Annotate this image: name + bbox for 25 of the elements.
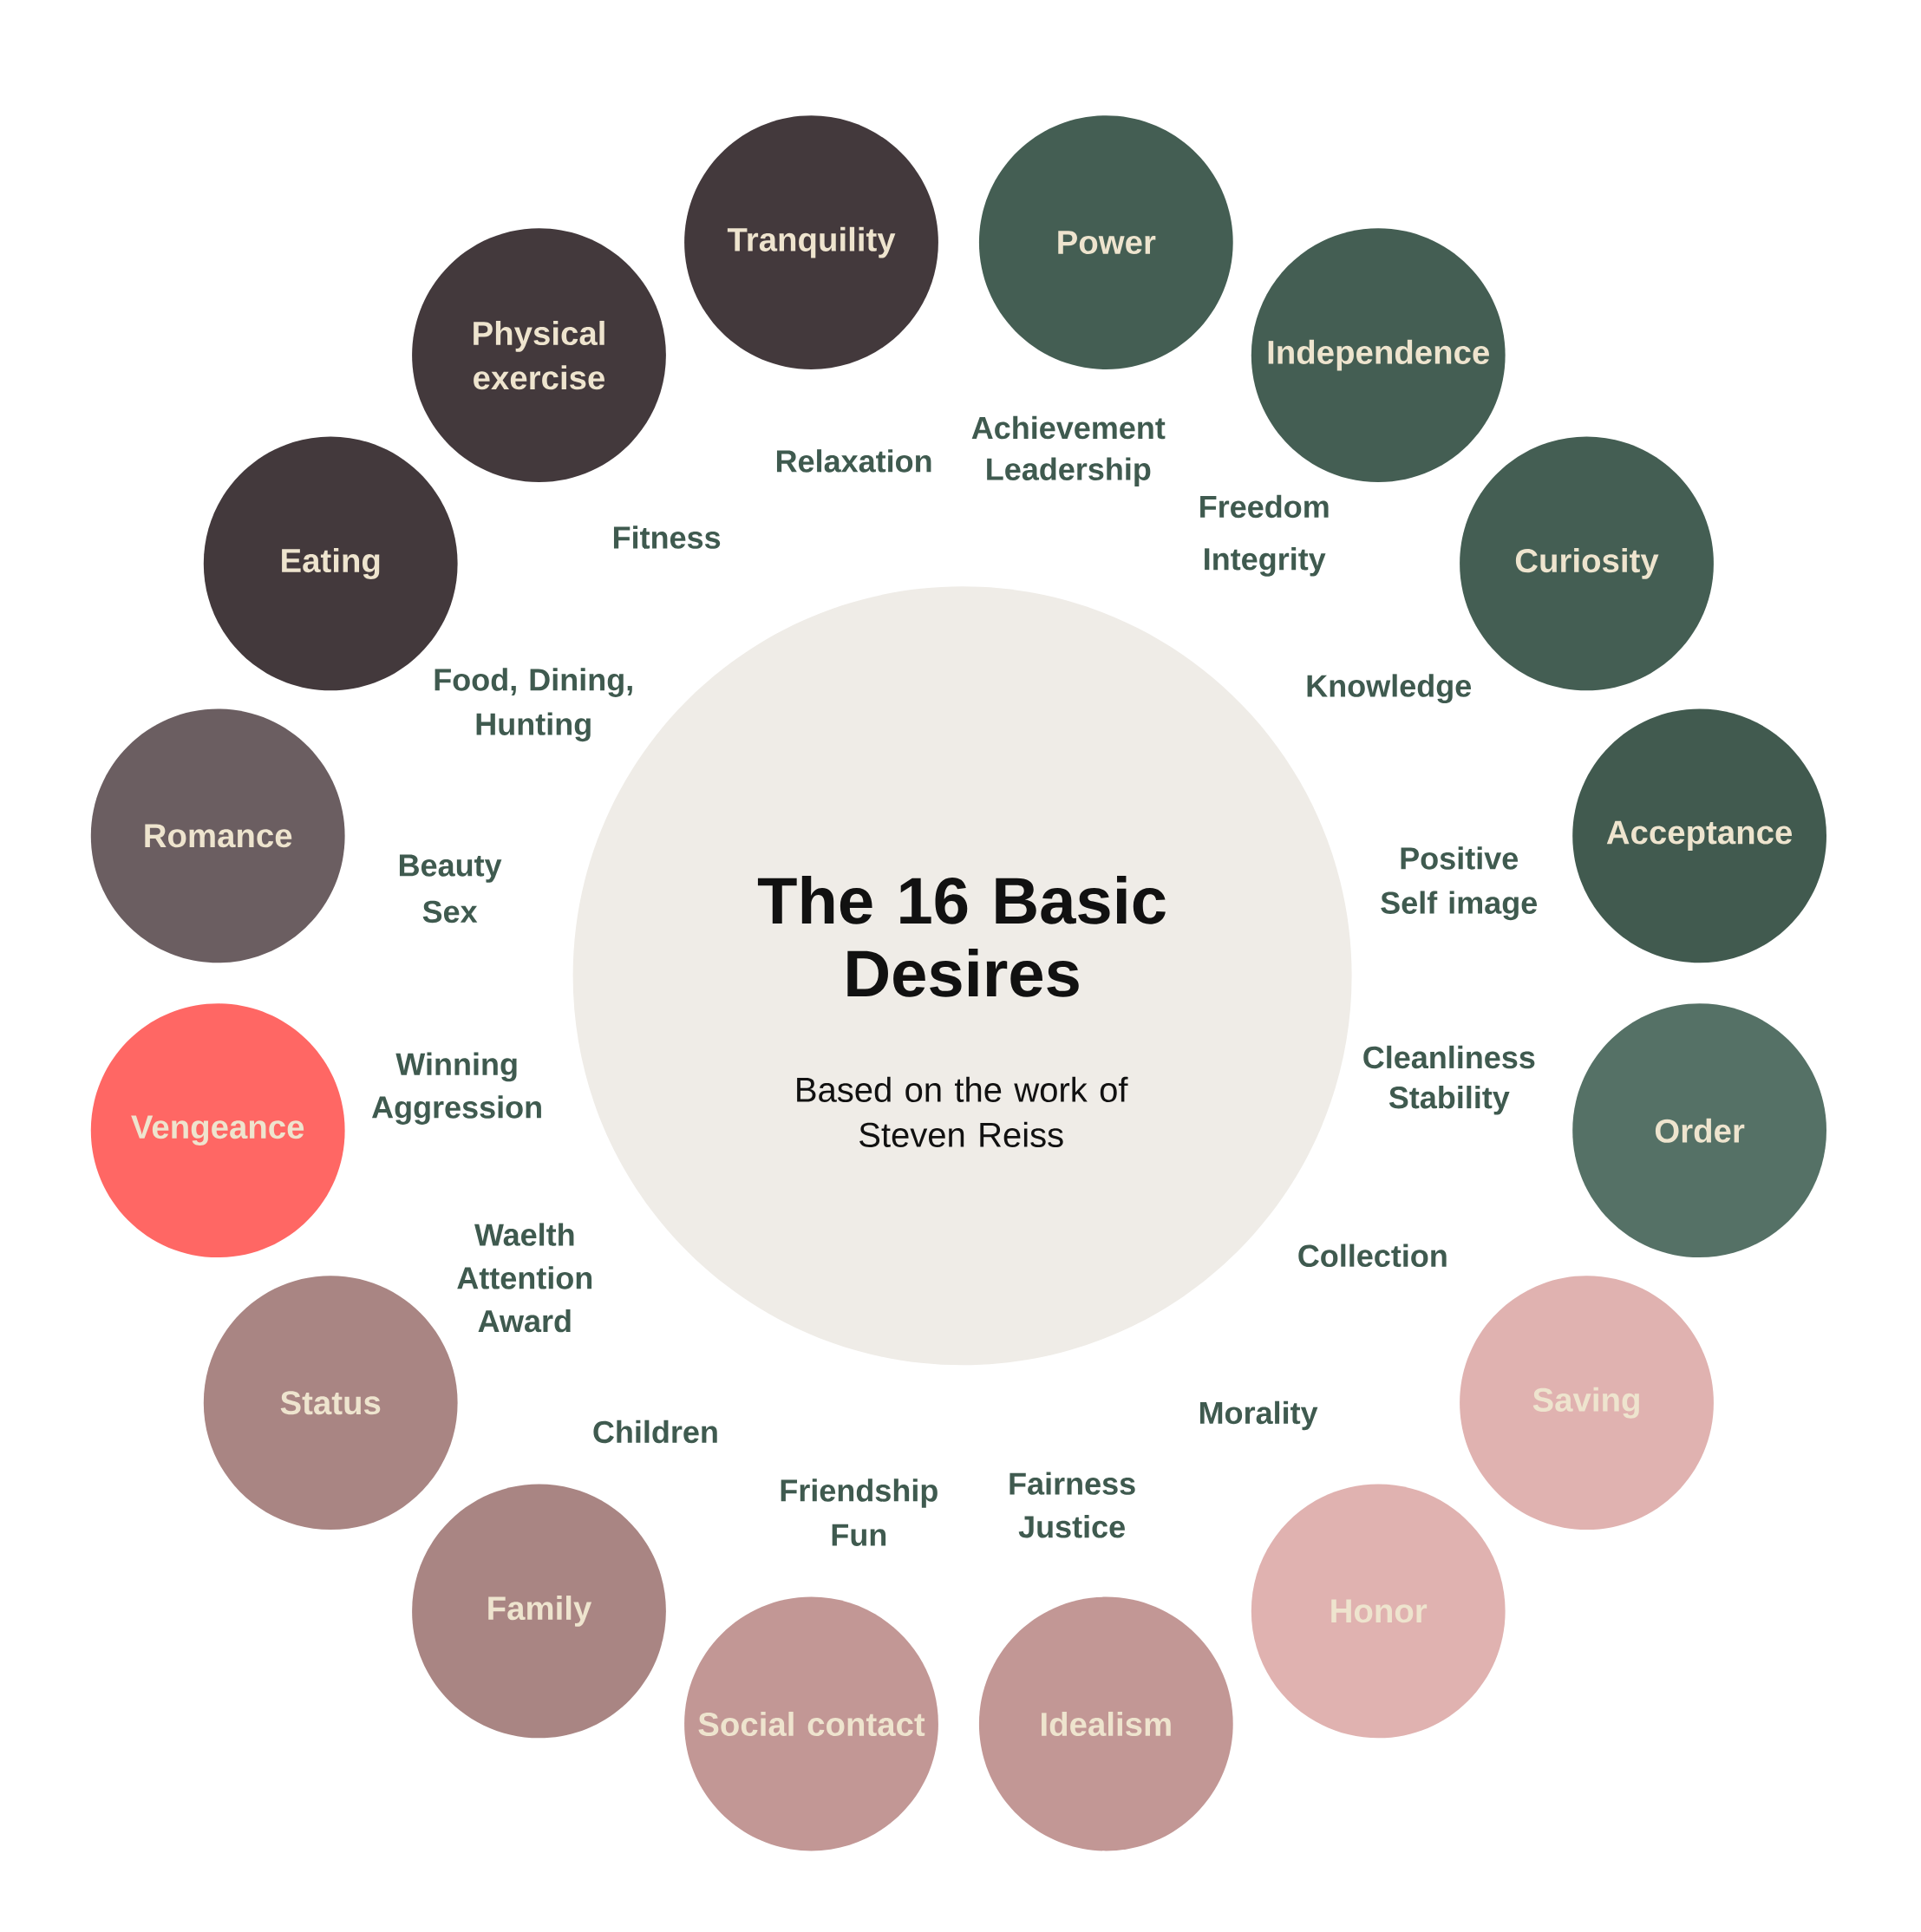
keyword-label: Fitness (613, 525, 721, 549)
keyword-label: Beauty (399, 854, 502, 883)
keyword-label: Leadership (987, 457, 1151, 486)
keyword-label: Achievement (971, 415, 1166, 440)
keyword-label: Positive Self image (1381, 846, 1538, 921)
keyword-label: Cleanliness (1363, 1045, 1535, 1069)
keyword-label: Stability (1388, 1086, 1510, 1115)
keyword-label: Collection (1298, 1243, 1447, 1268)
keyword-label: Fun (832, 1524, 886, 1546)
keyword-label: Attention (457, 1266, 592, 1289)
title: The 16 Basic Desires (757, 875, 1166, 997)
keyword-label: Waelth (474, 1223, 574, 1246)
subtitle: Based on the work of Steven Reiss (797, 1076, 1128, 1147)
keyword-label: Children (593, 1420, 717, 1444)
keyword-label: Friendship (781, 1478, 938, 1508)
keyword-label: Fairness (1010, 1472, 1135, 1495)
keyword-label: Award (478, 1309, 571, 1333)
keyword-label: Relaxation (776, 449, 931, 473)
keyword-label: Freedom (1200, 494, 1329, 519)
keyword-label: Winning (395, 1052, 517, 1082)
keyword-label: Aggression (371, 1095, 541, 1125)
keyword-label: Integrity (1205, 547, 1326, 577)
keyword-label: Justice (1018, 1515, 1125, 1538)
keyword-label: Sex (422, 900, 478, 924)
keyword-label: Morality (1200, 1400, 1318, 1431)
